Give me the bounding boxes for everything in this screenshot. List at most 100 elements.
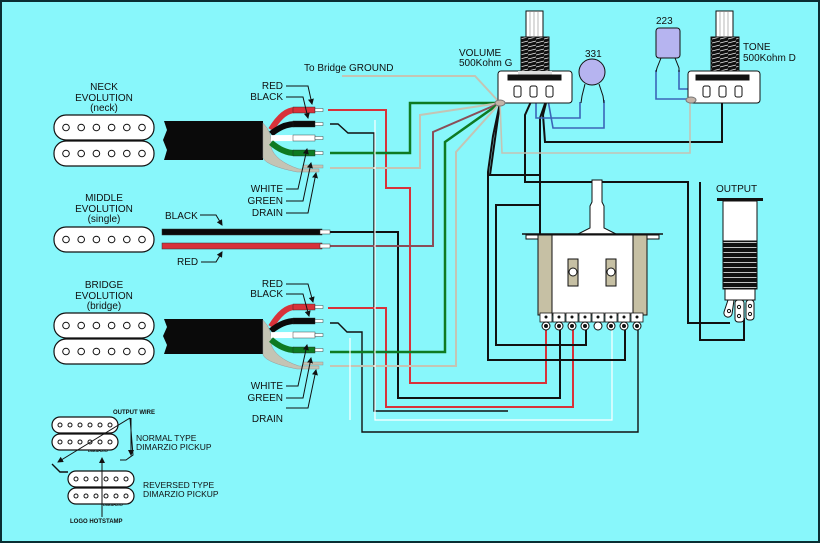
lead-black-sleeve <box>292 120 316 128</box>
lead-green-sleeve <box>292 346 316 354</box>
pickup-coil <box>53 226 155 253</box>
neck-white-arrow <box>286 148 309 190</box>
middle-label-3: (single) <box>88 214 121 225</box>
pole-piece <box>83 493 89 499</box>
switch-terminal-hole <box>570 315 574 319</box>
neck-white-label: WHITE <box>251 184 284 195</box>
pole-piece <box>107 321 116 330</box>
pole-piece <box>77 439 83 445</box>
legend-stamp-normal: DIMARZIO <box>88 448 108 453</box>
capacitor-331: 331 <box>578 49 606 104</box>
neck-drain-label: DRAIN <box>252 208 283 219</box>
bridge-red-arrow <box>286 283 315 303</box>
solder-joint <box>635 324 639 328</box>
middle-black-lead <box>161 228 323 236</box>
wire-middle-red <box>330 102 501 247</box>
bridge-drain-arrow <box>286 369 318 409</box>
bridge-red-label: RED <box>262 279 283 290</box>
middle-red-tip <box>319 243 331 249</box>
pole-piece <box>77 321 85 330</box>
tone-bushing <box>710 36 740 72</box>
bridge-drain-label: DRAIN <box>252 414 283 425</box>
pole-piece <box>138 149 146 158</box>
output-jack[interactable]: OUTPUT <box>716 184 763 323</box>
bridge-green-arrow <box>286 357 313 399</box>
wires <box>328 70 745 433</box>
legend-stamp-reversed: DIMARZIO <box>103 502 123 507</box>
middle-red-label: RED <box>177 257 198 268</box>
pickup-coil <box>67 487 135 505</box>
wire-neck-black <box>330 123 508 412</box>
lead-white-sleeve <box>292 134 316 142</box>
middle-pickup: MIDDLE EVOLUTION (single) BLACK RED <box>53 193 331 268</box>
switch-terminal-hole <box>557 315 561 319</box>
wire-volume-to-tone <box>541 93 723 143</box>
pole-piece <box>103 476 109 482</box>
volume-knob-shaft <box>525 10 544 38</box>
middle-black-label: BLACK <box>165 211 198 222</box>
lead-red-tip <box>314 305 324 309</box>
lead-white-tip <box>314 136 324 140</box>
neck-red-arrow <box>286 85 314 105</box>
neck-red-label: RED <box>262 81 283 92</box>
pole-piece <box>77 422 83 428</box>
neck-pickup: NECK EVOLUTION (neck) RED BLACK WHITE GR… <box>53 81 324 219</box>
pole-piece <box>113 476 119 482</box>
pole-piece <box>107 422 113 428</box>
bridge-white-arrow <box>286 344 309 387</box>
lead-black-tip <box>314 319 324 323</box>
volume-value: 500Kohm G <box>459 58 513 69</box>
pole-piece <box>138 321 146 330</box>
pole-piece <box>107 439 113 445</box>
legend-normal-2: DIMARZIO PICKUP <box>136 442 212 452</box>
legend-normal-1: NORMAL TYPE <box>136 433 197 443</box>
neck-label-3: (neck) <box>90 103 118 114</box>
pickup-coil <box>67 470 135 488</box>
legend-logo-hotstamp: LOGO HOTSTAMP <box>70 519 123 525</box>
neck-humbucker <box>53 114 155 167</box>
solder-joint <box>622 324 626 328</box>
wire-cap331-b <box>547 99 605 129</box>
bridge-cable-jacket <box>163 319 263 354</box>
tone-value: 500Kohm D <box>743 53 796 64</box>
pole-piece <box>62 321 70 330</box>
neck-cable-leads <box>262 106 324 173</box>
pickup-coil <box>51 433 119 451</box>
wire-bridge-drain <box>330 102 501 367</box>
jack-thread <box>722 240 758 290</box>
reversed-lead <box>51 463 68 473</box>
output-label: OUTPUT <box>716 184 757 195</box>
tone-pot[interactable]: TONE 500Kohm D <box>685 10 796 104</box>
lead-green-tip <box>314 151 324 155</box>
middle-label-2: EVOLUTION <box>75 204 133 215</box>
wire-to-bridge-ground <box>342 75 501 104</box>
neck-black-label: BLACK <box>250 92 283 103</box>
middle-red-lead <box>161 242 323 250</box>
pole-piece <box>123 149 131 158</box>
cap331-label: 331 <box>585 49 602 60</box>
wire-neck-green <box>330 101 500 155</box>
pole-piece <box>103 493 109 499</box>
neck-black-arrow <box>286 96 310 119</box>
pole-piece <box>57 439 63 445</box>
wire-switch-to-volume-1 <box>487 102 626 361</box>
lead-red-sleeve <box>292 106 316 114</box>
pickup-coil <box>53 338 155 365</box>
jack-sleeve <box>722 200 758 242</box>
pickup-coil <box>53 140 155 167</box>
pole-piece <box>77 123 85 132</box>
wire-ground-to-tone <box>499 100 691 154</box>
pole-piece <box>107 123 116 132</box>
middle-label-1: MIDDLE <box>85 193 123 204</box>
cable-foil <box>262 122 320 173</box>
five-way-switch[interactable] <box>522 179 663 331</box>
capacitor-223: 223 <box>655 16 681 73</box>
switch-solder-lug <box>593 321 603 331</box>
solder-joint <box>557 324 561 328</box>
solder-joint <box>583 324 587 328</box>
pole-piece <box>92 235 101 244</box>
lead-white-sleeve <box>292 331 316 339</box>
bridge-green-label: GREEN <box>247 393 283 404</box>
volume-pot[interactable]: VOLUME 500Kohm G <box>459 10 573 107</box>
